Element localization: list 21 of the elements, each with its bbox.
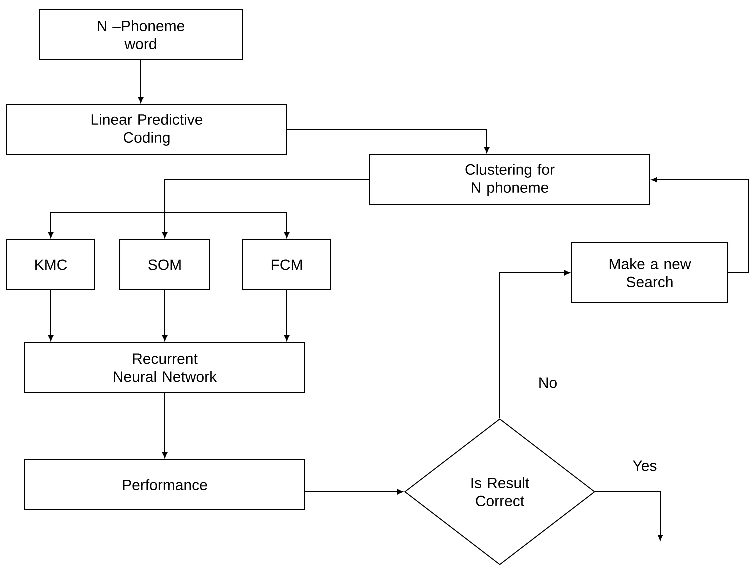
arrow bbox=[48, 290, 54, 342]
process-box: SOM bbox=[120, 240, 210, 290]
edge-label: Yes bbox=[632, 460, 658, 472]
process-box: KMC bbox=[6, 240, 96, 290]
arrow bbox=[162, 290, 168, 342]
arrow bbox=[500, 270, 570, 419]
arrow bbox=[305, 489, 404, 495]
process-box: FCM bbox=[242, 240, 332, 290]
arrow bbox=[138, 60, 144, 104]
arrow bbox=[162, 393, 168, 458]
process-box: N –Phoneme word bbox=[39, 10, 243, 60]
process-box: Make a new Search bbox=[572, 242, 728, 304]
arrow bbox=[284, 290, 290, 342]
arrow bbox=[595, 492, 664, 541]
arrow bbox=[287, 130, 490, 154]
arrow bbox=[652, 177, 749, 274]
process-box: Performance bbox=[24, 460, 306, 510]
process-box: Linear Predictive Coding bbox=[6, 104, 288, 156]
process-box: Clustering for N phoneme bbox=[370, 154, 650, 206]
process-box: Recurrent Neural Network bbox=[24, 342, 306, 394]
edge-label: No bbox=[537, 376, 559, 390]
